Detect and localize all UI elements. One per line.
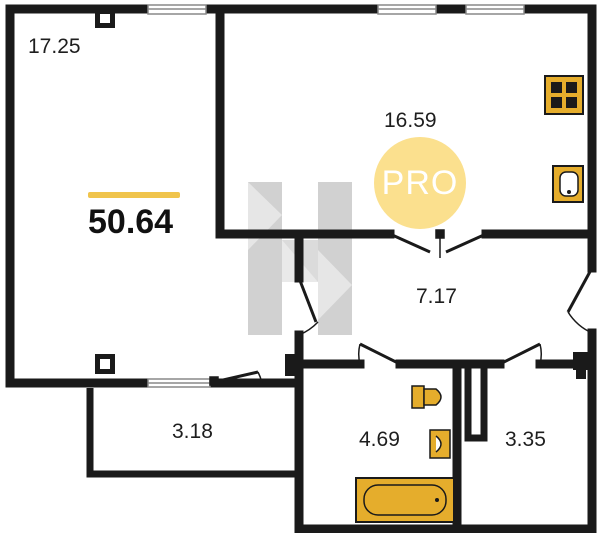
- windows: [147, 4, 525, 388]
- pro-badge-text: PRO: [381, 163, 459, 202]
- bathtub-icon: [355, 477, 455, 523]
- room-area-living: 17.25: [28, 35, 81, 58]
- kitchen-sink-icon: [552, 165, 584, 203]
- walls: [5, 4, 597, 533]
- stove-icon: [544, 75, 584, 115]
- doors: [209, 229, 594, 386]
- room-area-storage: 3.35: [505, 428, 546, 451]
- watermark-logo: [248, 182, 352, 335]
- room-area-bathroom: 4.69: [359, 428, 400, 451]
- room-area-hall: 7.17: [416, 285, 457, 308]
- total-area-accent-bar: [88, 192, 180, 198]
- toilet-icon: [411, 385, 442, 409]
- bathroom-sink-icon: [429, 429, 451, 459]
- balcony-outline: [86, 388, 297, 478]
- room-area-kitchen: 16.59: [384, 109, 437, 132]
- pillars: [95, 10, 595, 379]
- room-area-balcony: 3.18: [172, 420, 213, 443]
- total-area: 50.64: [88, 203, 174, 241]
- storage-partition: [464, 364, 488, 442]
- pro-badge: PRO: [374, 137, 466, 229]
